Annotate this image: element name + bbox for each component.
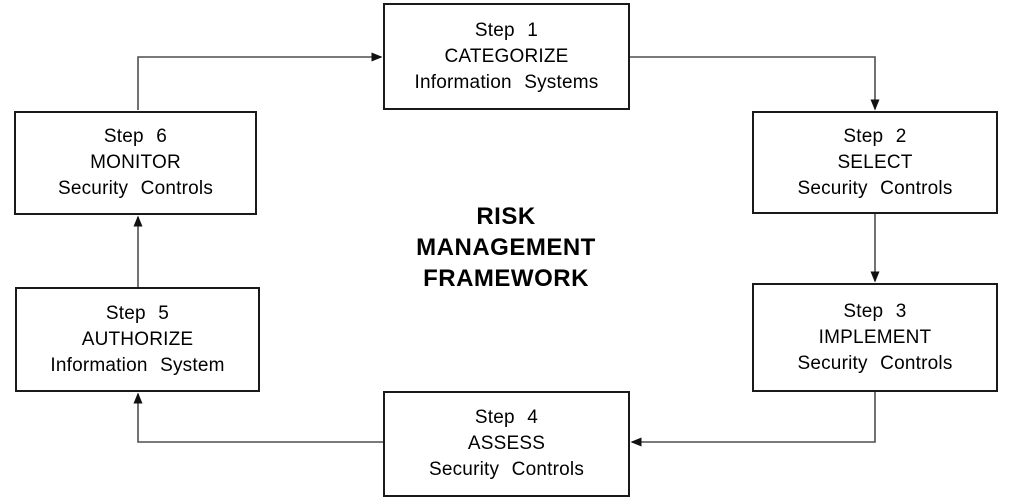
step-5-action: AUTHORIZE <box>81 328 194 350</box>
step-2-box: Step 2 SELECT Security Controls <box>752 111 998 214</box>
step-3-action: IMPLEMENT <box>818 326 932 348</box>
step-6-action: MONITOR <box>90 152 181 173</box>
arrow-step6-to-step1-icon <box>137 52 383 110</box>
step-3-object: Security Controls <box>797 352 953 374</box>
arrow-step1-to-step2-icon <box>630 56 880 111</box>
step-6-object: Security Controls <box>57 178 214 199</box>
step-2-number: Step 2 <box>843 125 907 147</box>
arrow-step3-to-step4-icon <box>630 392 876 447</box>
step-1-number: Step 1 <box>474 19 539 41</box>
diagram-title-line-1: RISK <box>476 203 536 230</box>
step-4-action: ASSESS <box>467 433 546 454</box>
diagram-title-line-2: MANAGEMENT <box>416 234 596 261</box>
step-3-box: Step 3 IMPLEMENT Security Controls <box>752 283 998 392</box>
step-1-box: Step 1 CATEGORIZE Information Systems <box>383 3 630 110</box>
step-5-number: Step 5 <box>105 302 170 324</box>
diagram-title: RISK MANAGEMENT FRAMEWORK <box>330 201 682 294</box>
step-5-object: Information System <box>50 354 225 376</box>
step-2-action: SELECT <box>837 151 913 173</box>
step-3-number: Step 3 <box>843 300 907 322</box>
diagram-title-line-3: FRAMEWORK <box>423 265 589 292</box>
step-4-number: Step 4 <box>474 407 539 428</box>
step-1-action: CATEGORIZE <box>444 45 569 67</box>
step-5-box: Step 5 AUTHORIZE Information System <box>15 287 260 392</box>
arrow-step4-to-step5-icon <box>133 392 383 443</box>
step-4-box: Step 4 ASSESS Security Controls <box>383 391 630 497</box>
step-2-object: Security Controls <box>797 177 953 199</box>
step-6-number: Step 6 <box>103 126 168 147</box>
step-4-object: Security Controls <box>428 459 585 480</box>
step-6-box: Step 6 MONITOR Security Controls <box>14 111 257 215</box>
step-1-object: Information Systems <box>414 71 599 93</box>
